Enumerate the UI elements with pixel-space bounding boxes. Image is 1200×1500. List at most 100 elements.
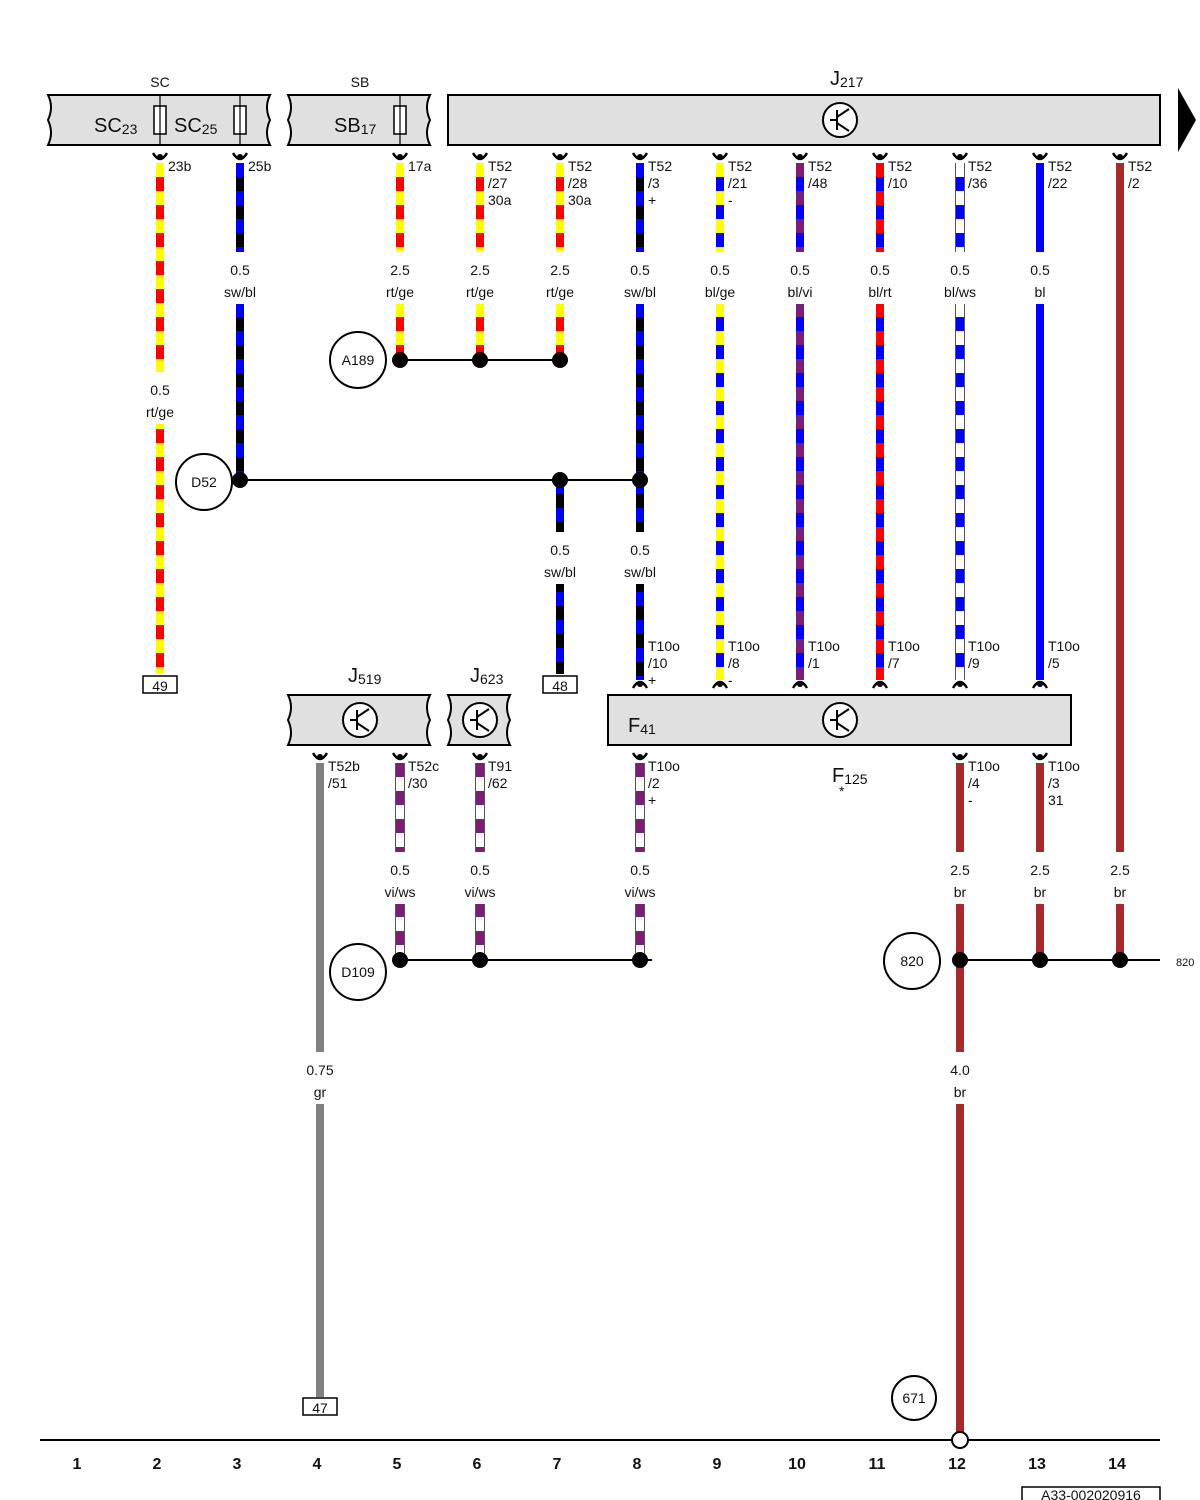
wire-label: 4.0br [950, 1062, 970, 1100]
pin-label: T52b [328, 758, 360, 774]
pin-connector: T52/21- [711, 152, 752, 208]
pin-connector: T10o/4- [951, 752, 1000, 808]
pin-label: T52 [1048, 158, 1072, 174]
column-number: 2 [153, 1456, 162, 1473]
pin-connector: T10o/331 [1031, 752, 1080, 808]
wire-gauge: 0.5 [630, 862, 650, 878]
pin-connector: 17a [391, 152, 432, 174]
pin-connector: T52/36 [951, 152, 992, 191]
wire-color-code: bl/rt [868, 284, 891, 300]
wire-label: 0.5sw/bl [624, 262, 656, 300]
pin-label: T52 [808, 158, 832, 174]
pin-connector: T52c/30 [391, 752, 439, 791]
pin-label: /27 [488, 175, 508, 191]
pin-label: 30a [488, 192, 512, 208]
wire-gauge: 0.5 [630, 542, 650, 558]
junction-dot [632, 952, 648, 968]
pin-connector: T10o/5 [1031, 638, 1080, 689]
pin-label: T52 [968, 158, 992, 174]
pin-label: - [728, 192, 733, 208]
pin-connector: T52/22 [1031, 152, 1072, 191]
wire-label: 0.5bl/ws [944, 262, 976, 300]
pin-connector: T10o/7 [871, 638, 920, 689]
wire-label: 2.5br [950, 862, 970, 900]
column-number: 10 [788, 1456, 806, 1473]
ground-terminal-icon [951, 1431, 969, 1449]
wire-gauge: 0.75 [306, 1062, 333, 1078]
junction-labels: A189 D52 D109 820 671 [175, 331, 941, 1421]
wire-label: 0.5bl/vi [788, 262, 813, 300]
pin-connector: T52/48 [791, 152, 832, 191]
wire-color-code: bl/ge [705, 284, 736, 300]
component-j217: J217 [447, 68, 1196, 152]
wire [856, 163, 904, 680]
column-number: 5 [393, 1456, 402, 1473]
pin-label: T52 [568, 158, 592, 174]
pin-label: + [648, 192, 656, 208]
pin-label: T10o [728, 638, 760, 654]
wire [616, 163, 664, 480]
pin-connector: T10o/1 [791, 638, 840, 689]
pin-label: - [728, 672, 733, 688]
sc-header: SC [150, 74, 169, 90]
column-number: 12 [948, 1456, 966, 1473]
pin-connector: 23b [151, 152, 192, 174]
continuation-arrow-icon [1178, 88, 1196, 152]
junction-dot [632, 472, 648, 488]
pin-label: 25b [248, 158, 272, 174]
wire-color-code: sw/bl [224, 284, 256, 300]
wire-gauge: 0.5 [550, 542, 570, 558]
junction-dot [392, 952, 408, 968]
wire-color-code: rt/ge [386, 284, 414, 300]
wire-gauge: 0.5 [230, 262, 250, 278]
component-sc: SC SC23 SC25 [46, 74, 272, 146]
column-number: 14 [1108, 1456, 1126, 1473]
wire-gauge: 0.5 [390, 862, 410, 878]
pin-label: T10o [1048, 758, 1080, 774]
pin-label: /51 [328, 775, 348, 791]
wire [536, 163, 584, 360]
f125-label: F125 [832, 765, 868, 787]
junction-dot [472, 352, 488, 368]
pin-label: 17a [408, 158, 432, 174]
pin-label: + [648, 792, 656, 808]
wire-gauge: 0.5 [790, 262, 810, 278]
svg-text:A189: A189 [342, 352, 375, 368]
wire-label: 0.5sw/bl [544, 542, 576, 580]
wire-gauge: 4.0 [950, 1062, 970, 1078]
pin-label: T52c [408, 758, 439, 774]
wire-label: 2.5 rt/ge [386, 262, 414, 300]
svg-text:D52: D52 [191, 474, 217, 490]
wire-label: 2.5rt/ge [546, 262, 574, 300]
transistor-icon [342, 702, 378, 738]
wire-gauge: 0.5 [470, 862, 490, 878]
pin-connector: T10o/2+ [631, 752, 680, 808]
transistor-icon [462, 702, 498, 738]
wire-gauge: 0.5 [950, 262, 970, 278]
pin-label: /62 [488, 775, 508, 791]
wire [936, 763, 984, 960]
pin-label: 23b [168, 158, 192, 174]
pin-label: /36 [968, 175, 988, 191]
pin-label: 31 [1048, 792, 1064, 808]
wire-color-code: br [954, 884, 967, 900]
junction-671: 671 [891, 1375, 937, 1421]
j217-header: J217 [830, 68, 864, 90]
wire [936, 960, 984, 1432]
pin-label: /2 [1128, 175, 1140, 191]
wire-gauge: 2.5 [470, 262, 490, 278]
svg-text:671: 671 [902, 1390, 926, 1406]
wire [136, 163, 184, 674]
pin-label: /1 [808, 655, 820, 671]
pin-label: T10o [888, 638, 920, 654]
wire-gauge: 0.5 [870, 262, 890, 278]
wire [776, 163, 824, 680]
pin-connector: T91/62 [471, 752, 512, 791]
wire-color-code: vi/ws [624, 884, 655, 900]
wire-gauge: 2.5 [390, 262, 410, 278]
arrow-ref-label: 820 [1176, 957, 1194, 969]
